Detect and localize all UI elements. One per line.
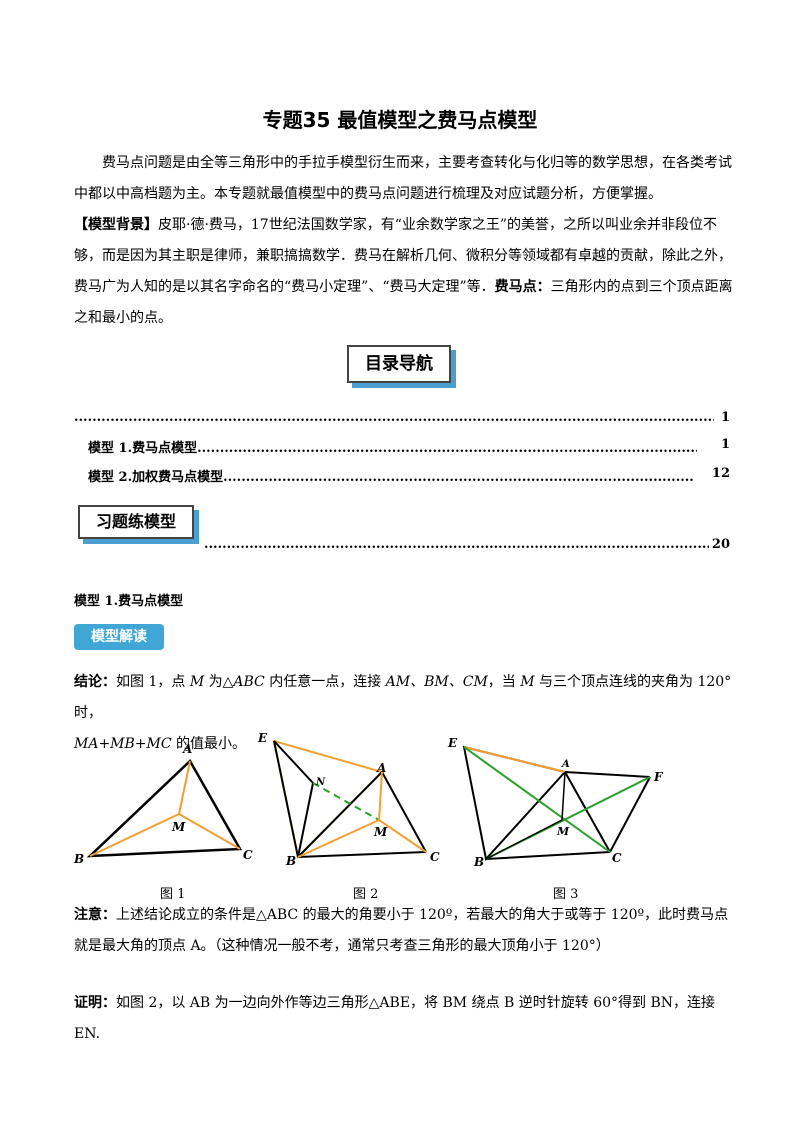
figure-1-caption: 图 1: [160, 887, 186, 902]
conclusion-text: 的值最小。: [176, 736, 247, 752]
label-m: M: [556, 825, 570, 838]
segment-eb: [273, 740, 299, 858]
var-abc: ABC: [233, 674, 265, 690]
triangle-eba: [462, 745, 567, 862]
note-paragraph: 注意：上述结论成立的条件是△ABC 的最大的角要小于 120º，若最大的角大于或…: [74, 900, 734, 962]
segment-am: [561, 771, 566, 821]
conclusion-label: 结论：: [74, 674, 116, 690]
segment-am: [178, 760, 191, 815]
note-label: 注意：: [74, 907, 116, 923]
toc-row-2[interactable]: 模型 2.加权费马点模型............................…: [88, 466, 730, 485]
triangle-abc: [86, 758, 243, 858]
toc-dots: ........................................…: [197, 441, 697, 456]
conclusion-text: 为△: [208, 674, 234, 690]
proof-text: 如图 2，以 AB 为一边向外作等边三角形△ABE，将 BM 绕点 B 逆时针旋…: [74, 995, 716, 1042]
toc-dots: ........................................…: [223, 470, 693, 485]
figures-svg: A B C M E N A M B C: [73, 731, 664, 869]
nav-title-box: 目录导航: [347, 345, 451, 383]
figure-3-caption: 图 3: [553, 887, 579, 902]
segment-cm2: [378, 819, 427, 853]
segment-ea: [463, 746, 566, 773]
proof-paragraph: 证明：如图 2，以 AB 为一边向外作等边三角形△ABE，将 BM 绕点 B 逆…: [74, 988, 734, 1050]
segment-bc: [485, 851, 611, 860]
segment-ac: [564, 771, 611, 853]
label-c: C: [612, 851, 622, 865]
fermat-label: 费马点：: [494, 279, 551, 295]
label-c: C: [430, 850, 440, 864]
segment-bm: [89, 813, 180, 857]
toc-row-0[interactable]: ........................................…: [74, 410, 730, 429]
segment-nm: [312, 782, 380, 821]
toc-page: 12: [711, 466, 730, 481]
label-e: E: [447, 736, 458, 750]
label-b: B: [73, 852, 84, 866]
toc-label: 模型 1.费马点模型: [88, 441, 198, 456]
label-n: N: [315, 777, 326, 788]
var-m: M: [520, 674, 535, 690]
label-b: B: [473, 855, 484, 869]
toc-label: 模型 2.加权费马点模型: [88, 470, 224, 485]
label-a: A: [376, 761, 386, 775]
var-m: M: [189, 674, 205, 690]
model-reading-badge: 模型解读: [74, 624, 164, 650]
section-heading: 模型 1.费马点模型: [74, 594, 184, 609]
note-text: 上述结论成立的条件是△ABC 的最大的角要小于 120º，若最大的角大于或等于 …: [74, 907, 729, 954]
label-m: M: [171, 820, 186, 834]
label-a: A: [182, 742, 192, 756]
var-sum: MA+MB+MC: [74, 736, 172, 752]
toc-dots: ........................................…: [74, 410, 714, 425]
proof-label: 证明：: [74, 995, 116, 1011]
conclusion-text: ，当: [487, 674, 516, 690]
toc-dots: ........................................…: [204, 537, 709, 552]
label-m: M: [373, 825, 388, 839]
figure-1: A B C M: [73, 742, 253, 866]
toc-page: 1: [720, 437, 730, 452]
conclusion-text: 与三个顶点连线的夹角为 120°时，: [74, 674, 732, 721]
segment-bm: [485, 819, 563, 860]
label-e: E: [257, 731, 268, 745]
segment-ac: [381, 771, 427, 853]
segment-bc: [297, 851, 427, 858]
toc-page: 20: [711, 537, 730, 552]
background-label: 【模型背景】: [74, 217, 158, 233]
toc-page: 1: [720, 410, 730, 425]
label-f: F: [653, 770, 664, 784]
segment-ec: [463, 746, 611, 853]
segment-fc: [609, 776, 651, 853]
conclusion-paragraph: 结论：如图 1，点 M 为△ABC 内任意一点，连接 AM、BM、CM，当 M …: [74, 667, 734, 760]
page-title: 专题35 最值模型之费马点模型: [262, 108, 538, 132]
segment-cm: [178, 813, 241, 850]
conclusion-text: 如图 1，点: [116, 674, 186, 690]
segment-ab: [297, 771, 383, 858]
label-a: A: [561, 759, 570, 770]
toc-row-exercise[interactable]: ........................................…: [204, 537, 730, 556]
figure-2-caption: 图 2: [353, 887, 379, 902]
segment-af: [564, 771, 651, 778]
var-segments: AM、BM、CM: [385, 674, 488, 690]
label-b: B: [285, 854, 296, 868]
background-paragraph: 【模型背景】皮耶·德·费马，17世纪法国数学家，有“业余数学家之王”的美誉，之所…: [74, 210, 734, 334]
label-c: C: [243, 848, 253, 862]
exercise-title-box: 习题练模型: [78, 505, 194, 539]
background-text: 皮耶·德·费马，17世纪法国数学家，有“业余数学家之王”的美誉，之所以叫业余并非…: [74, 217, 732, 295]
figure-3: E A F M B C: [447, 736, 664, 869]
conclusion-text: 内任意一点，连接: [269, 674, 382, 690]
figure-2: E N A M B C: [257, 731, 440, 868]
intro-paragraph: 费马点问题是由全等三角形中的手拉手模型衍生而来，主要考查转化与化归等的数学思想，…: [74, 155, 732, 202]
fermat-text: 三角形内的点到三个顶点距离之和最小的点。: [74, 279, 733, 326]
toc-row-1[interactable]: 模型 1.费马点模型..............................…: [88, 437, 730, 456]
